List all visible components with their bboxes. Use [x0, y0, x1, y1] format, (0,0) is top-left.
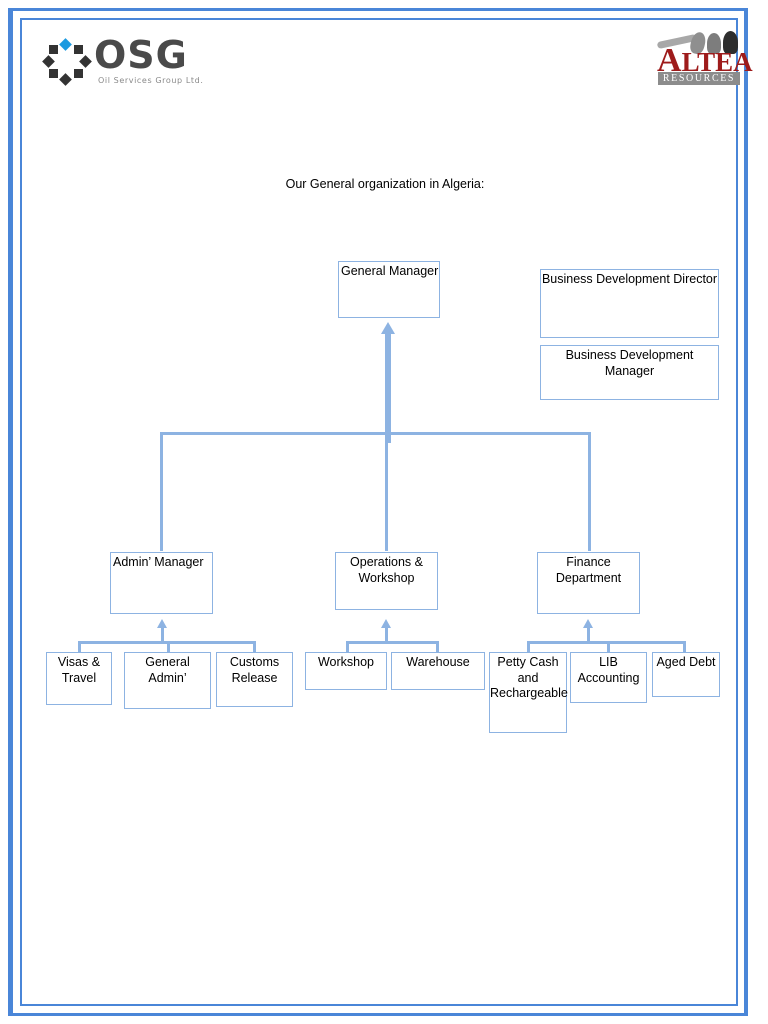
connector-gm-arrowhead-icon — [381, 322, 395, 334]
connector-drop-visas-travel — [78, 641, 81, 652]
node-admin-manager[interactable]: Admin’ Manager — [110, 552, 213, 614]
connector-admin-children-bus — [78, 641, 255, 644]
altea-subtitle: RESOURCES — [662, 73, 736, 84]
osg-tagline: Oil Services Group Ltd. — [98, 76, 204, 85]
connector-admin-arrow-stem — [161, 628, 164, 642]
altea-shape-head-1-icon — [707, 33, 721, 54]
altea-shape-head-2-icon — [723, 31, 738, 54]
connector-finance-arrow-stem — [587, 628, 590, 642]
node-operations-workshop[interactable]: Operations & Workshop — [335, 552, 438, 610]
connector-drop-warehouse — [436, 641, 439, 652]
connector-operations-children-bus — [346, 641, 438, 644]
page-inner-border-top — [20, 18, 738, 20]
node-aged-debt[interactable]: Aged Debt — [652, 652, 720, 697]
connector-drop-workshop — [346, 641, 349, 652]
node-business-development-director[interactable]: Business Development Director — [540, 269, 719, 338]
node-visas-travel[interactable]: Visas & Travel — [46, 652, 112, 705]
node-general-admin[interactable]: General Admin’ — [124, 652, 211, 709]
node-warehouse[interactable]: Warehouse — [391, 652, 485, 690]
chart-title: Our General organization in Algeria: — [285, 177, 485, 191]
node-general-manager[interactable]: General Manager — [338, 261, 440, 318]
connector-gm-trunk — [385, 333, 391, 443]
connector-admin-arrowhead-icon — [157, 619, 167, 628]
connector-operations-arrow-stem — [385, 628, 388, 642]
altea-subtitle-bar: RESOURCES — [658, 72, 740, 85]
osg-wordmark: OSG — [94, 33, 188, 77]
node-customs-release[interactable]: Customs Release — [216, 652, 293, 707]
connector-drop-petty-cash — [527, 641, 530, 652]
page-border-bottom — [8, 1013, 748, 1016]
connector-drop-aged-debt — [683, 641, 686, 652]
connector-finance-children-bus — [527, 641, 685, 644]
connector-drop-general-admin — [167, 641, 170, 652]
connector-drop-operations — [385, 432, 388, 551]
page-border-right — [744, 8, 748, 1016]
connector-drop-admin-manager — [160, 432, 163, 551]
connector-finance-arrowhead-icon — [583, 619, 593, 628]
page-inner-border-left — [20, 18, 22, 1006]
page-inner-border-right — [736, 18, 738, 1006]
connector-operations-arrowhead-icon — [381, 619, 391, 628]
altea-wordmark-initial: A — [657, 42, 682, 79]
connector-drop-finance — [588, 432, 591, 551]
connector-drop-customs-release — [253, 641, 256, 652]
page-border-top — [8, 8, 748, 11]
node-lib-accounting[interactable]: LIB Accounting — [570, 652, 647, 703]
page-border-left — [8, 8, 13, 1016]
page-inner-border-bottom — [20, 1004, 738, 1006]
osg-logo: OSG Oil Services Group Ltd. — [42, 34, 204, 88]
osg-logo-mark-icon — [42, 38, 92, 86]
connector-tier2-bus — [160, 432, 591, 435]
altea-resources-logo: ALTEA RESOURCES — [655, 28, 753, 86]
node-finance-department[interactable]: Finance Department — [537, 552, 640, 614]
connector-drop-lib-accounting — [607, 641, 610, 652]
node-petty-cash[interactable]: Petty Cash and Rechargeable — [489, 652, 568, 733]
node-business-development-manager[interactable]: Business Development Manager — [540, 345, 719, 400]
node-workshop[interactable]: Workshop — [305, 652, 387, 690]
altea-wordmark: ALTEA — [657, 44, 753, 78]
